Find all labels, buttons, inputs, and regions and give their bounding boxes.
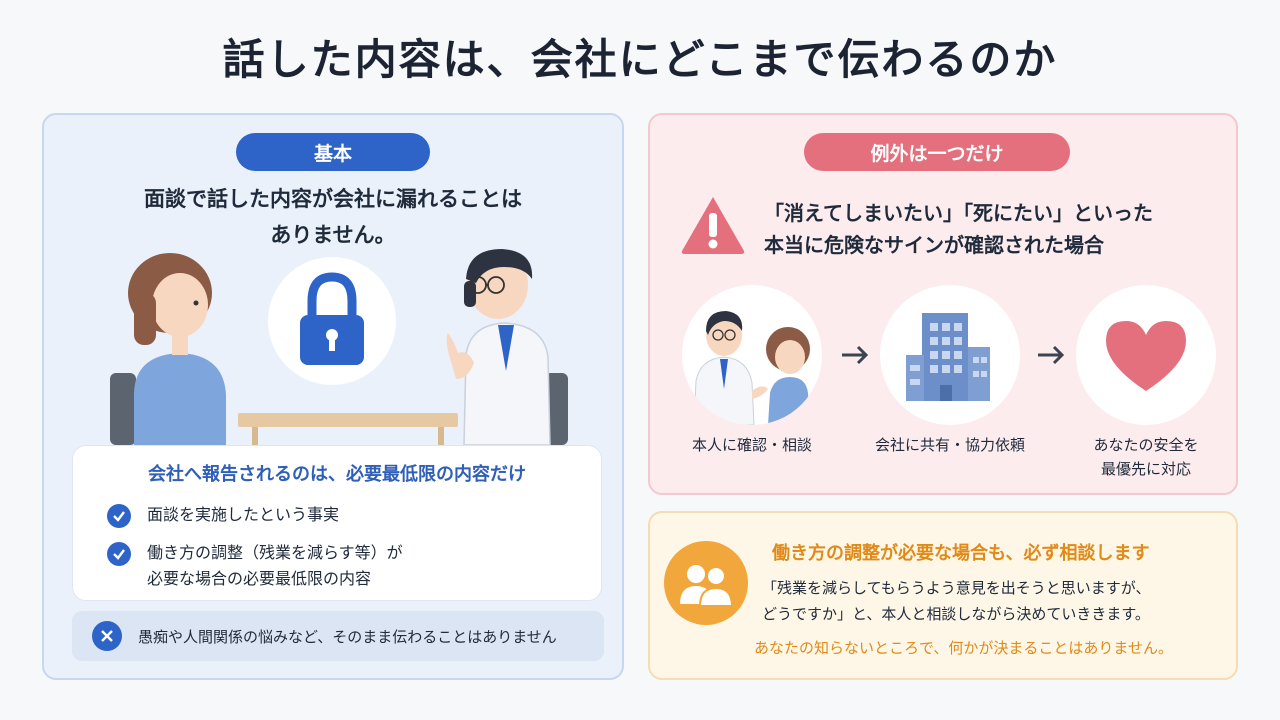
not-shared-text: 愚痴や人間関係の悩みなど、そのまま伝わることはありません: [138, 627, 557, 646]
page-title: 話した内容は、会社にどこまで伝わるのか: [222, 35, 1058, 84]
basic-lead: 面談で話した内容が会社に漏れることは ありません。: [44, 181, 622, 253]
step-share-circle: [880, 285, 1020, 425]
step-label-share: 会社に共有・協力依頼: [874, 436, 1025, 454]
adjust-footnote: あなたの知らないところで、何かが決まることはありません。: [754, 639, 1173, 657]
lock-icon: [300, 272, 364, 365]
building-icon: [906, 313, 990, 401]
x-icon: [92, 621, 122, 651]
basic-badge: 基本: [236, 133, 430, 171]
basic-lead-line1: 面談で話した内容が会社に漏れることは: [144, 187, 522, 211]
warning-icon: [681, 197, 745, 254]
report-item: 働き方の調整（残業を減らす等）が 必要な場合の必要最低限の内容: [107, 540, 403, 592]
report-item: 面談を実施したという事実: [107, 502, 339, 528]
report-item-text: 働き方の調整（残業を減らす等）が 必要な場合の必要最低限の内容: [147, 543, 403, 588]
adjust-title: 働き方の調整が必要な場合も、必ず相談します: [772, 543, 1150, 564]
consult-illustration: [693, 311, 810, 425]
step-consult-circle: [682, 285, 822, 425]
report-item-text: 面談を実施したという事実: [147, 505, 340, 524]
heart-icon: [1106, 321, 1186, 391]
report-card: 会社へ報告されるのは、必要最低限の内容だけ 面談を実施したという事実 働き方の調…: [72, 445, 602, 601]
exception-panel: 例外は一つだけ 「消えてしまいたい」「死にたい」といった 本当に危険なサインが確…: [648, 113, 1238, 495]
check-icon: [107, 504, 131, 528]
people-icon: [664, 541, 748, 625]
adjust-body: 「残業を減らしてもらうよう意見を出そうと思いますが、 どうですか」と、本人と相談…: [762, 579, 1151, 623]
step-safety-circle: [1076, 285, 1216, 425]
doctor-figure: [446, 249, 551, 445]
arrow-right-icon: [1038, 345, 1065, 365]
report-title: 会社へ報告されるのは、必要最低限の内容だけ: [148, 464, 526, 485]
basic-lead-line2: ありません。: [270, 223, 396, 247]
basic-panel: 基本 面談で話した内容が会社に漏れることは ありません。: [42, 113, 624, 680]
not-shared-bar: 愚痴や人間関係の悩みなど、そのまま伝わることはありません: [72, 611, 604, 661]
adjust-panel: 働き方の調整が必要な場合も、必ず相談します 「残業を減らしてもらうよう意見を出そ…: [648, 511, 1238, 680]
exception-badge: 例外は一つだけ: [804, 133, 1070, 171]
step-label-safety: あなたの安全を 最優先に対応: [1093, 436, 1199, 478]
counseling-illustration: [110, 249, 568, 445]
step-label-consult: 本人に確認・相談: [691, 436, 812, 454]
woman-figure: [128, 253, 226, 445]
check-icon: [107, 542, 131, 566]
warning-text: 「消えてしまいたい」「死にたい」といった 本当に危険なサインが確認された場合: [764, 201, 1153, 257]
arrow-right-icon: [842, 345, 869, 365]
